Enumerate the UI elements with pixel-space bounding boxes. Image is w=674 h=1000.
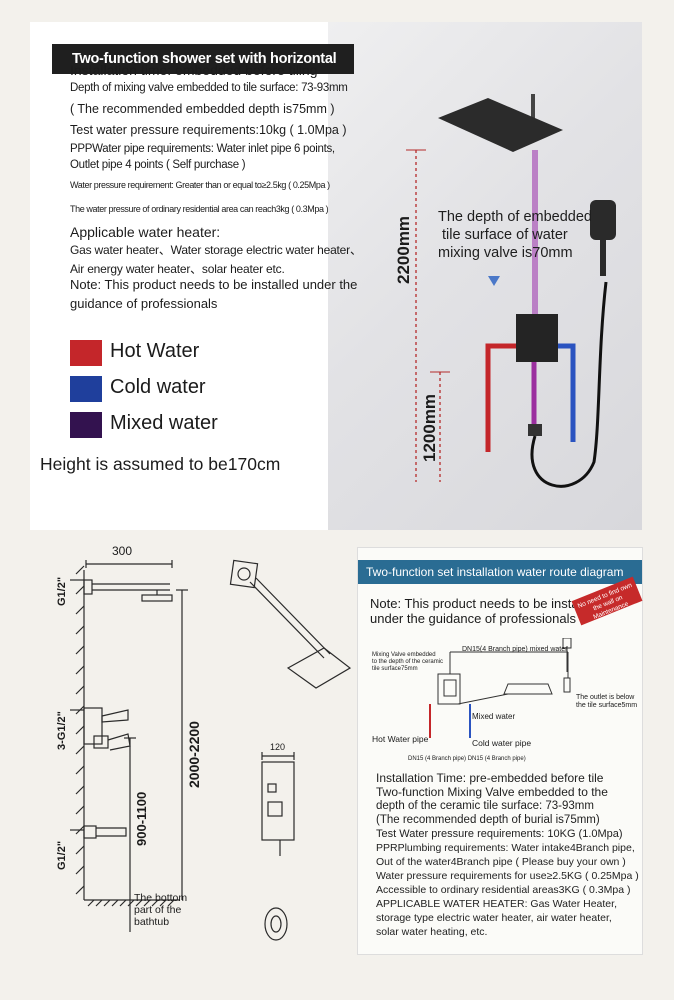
top-panel: The depth of embedded tile surface of wa… [30,22,642,530]
outlet-note-line: The outlet is below [576,694,635,701]
dim-g-mid: 3-G1/2" [56,711,68,750]
valve-note-line: tile surface75mm [372,666,418,672]
route-body-line: (The recommended depth of burial is75mm) [376,814,600,826]
dim-120: 120 [270,742,286,752]
route-title: Two-function set installation water rout… [358,560,642,584]
spec-line: Installation time: embedded before tilin… [70,62,318,78]
spec-line: Depth of mixing valve embedded to tile s… [70,82,348,94]
route-note-line: Note: This product needs to be installed [370,596,599,611]
technical-drawing [70,559,352,941]
route-body-line: Out of the water4Branch pipe ( Please bu… [376,856,626,868]
route-diagram-panel: Two-function set installation water rout… [358,548,643,954]
cold-pipe-label: Cold water pipe [472,738,532,748]
legend-swatch-hot [70,340,102,366]
rain-shower-head [438,98,563,152]
top-spec-text [30,22,328,530]
legend-label-cold: Cold water [110,376,206,398]
route-body-line: depth of the ceramic tile surface: 73-93… [376,800,594,812]
dn15-bottom-label: DN15 (4 Branch pipe) DN15 (4 Branch pipe… [408,756,526,762]
dim-g-bottom: G1/2" [56,840,68,870]
outlet-note: The outlet is below the tile surface5mm [576,694,637,710]
route-diagram [429,638,572,738]
installation-photo: The depth of embedded tile surface of wa… [328,22,642,530]
depth-note-line: The depth of embedded [438,209,592,225]
spec-line: Outlet pipe 4 points ( Self purchase ) [70,159,246,171]
valve-note-line: Mixing Valve embedded [372,652,436,658]
dim-1200mm: 1200mm [420,393,439,462]
height-note: Height is assumed to be170cm [40,454,281,474]
route-body-line: APPLICABLE WATER HEATER: Gas Water Heate… [376,898,617,910]
valve-note-line: to the depth of the ceramic [372,659,444,665]
dn15-mixed-label: DN15(4 Branch pipe) mixed water [462,646,568,653]
dim-2000-2200: 2000-2200 [186,721,202,788]
valve-note: Mixing Valve embedded to the depth of th… [372,652,443,673]
route-body-line: Test Water pressure requirements: 10KG (… [376,828,623,840]
route-body-line: PPRPlumbing requirements: Water intake4B… [376,842,635,854]
mixing-valve-box [516,314,558,362]
dim-2200mm: 2200mm [394,215,413,284]
route-body-line: storage type electric water heater, air … [376,912,612,924]
route-body-line: Water pressure requirements for use≥2.5K… [376,870,639,882]
bathtub-note-line: The bottom [134,892,188,904]
bathtub-note-line: part of the [134,904,182,916]
route-note-line: under the guidance of professionals [370,611,576,626]
spec-line: The water pressure of ordinary residenti… [70,204,329,214]
spec-line: Air energy water heater、solar heater etc… [70,262,285,276]
legend-swatch-mixed [70,412,102,438]
depth-note-line: tile surface of water [442,227,568,243]
outlet-note-line: the tile surface5mm [576,702,638,709]
legend-label-mixed: Mixed water [110,412,218,434]
shower-installation-illustration [406,94,616,488]
dim-900-1100: 900-1100 [134,791,149,846]
bathtub-note: The bottom part of the bathtub [134,892,187,928]
bathtub-note-line: bathtub [134,916,170,928]
route-note: Note: This product needs to be installed… [370,596,599,626]
depth-note: The depth of embedded tile surface of wa… [438,208,592,262]
depth-note-line: mixing valve is70mm [438,245,573,261]
spec-line: Gas water heater、Water storage electric … [70,243,362,257]
dim-300: 300 [112,544,133,558]
spec-line: ( The recommended embedded depth is75mm … [70,102,335,116]
spec-line: Applicable water heater: [70,224,221,240]
spec-line: PPPWater pipe requirements: Water inlet … [70,143,335,155]
top-title: Two-function shower set with horizontal … [52,44,354,97]
dimension-drawing: 300 G1/2" 3-G1/2" G1/2" 2000-2200 900-11… [30,540,360,980]
hot-pipe-label: Hot Water pipe [372,734,429,744]
spec-line: Water pressure requirement: Greater than… [70,180,330,190]
route-body-line: solar water heating, etc. [376,926,488,938]
mixed-water-label: Mixed water [472,712,516,721]
legend-swatch-cold [70,376,102,402]
route-body-line: Installation Time: pre-embedded before t… [376,771,604,785]
spec-line: Note: This product needs to be installed… [70,277,358,292]
route-body-line: Two-function Mixing Valve embedded to th… [376,785,608,799]
hand-shower [590,200,616,240]
spec-line: Test water pressure requirements:10kg ( … [70,123,347,137]
spec-line: guidance of professionals [70,296,218,311]
legend-label-hot: Hot Water [110,340,200,362]
dim-g-top: G1/2" [56,576,68,606]
route-body-line: Accessible to ordinary residential areas… [376,884,631,896]
